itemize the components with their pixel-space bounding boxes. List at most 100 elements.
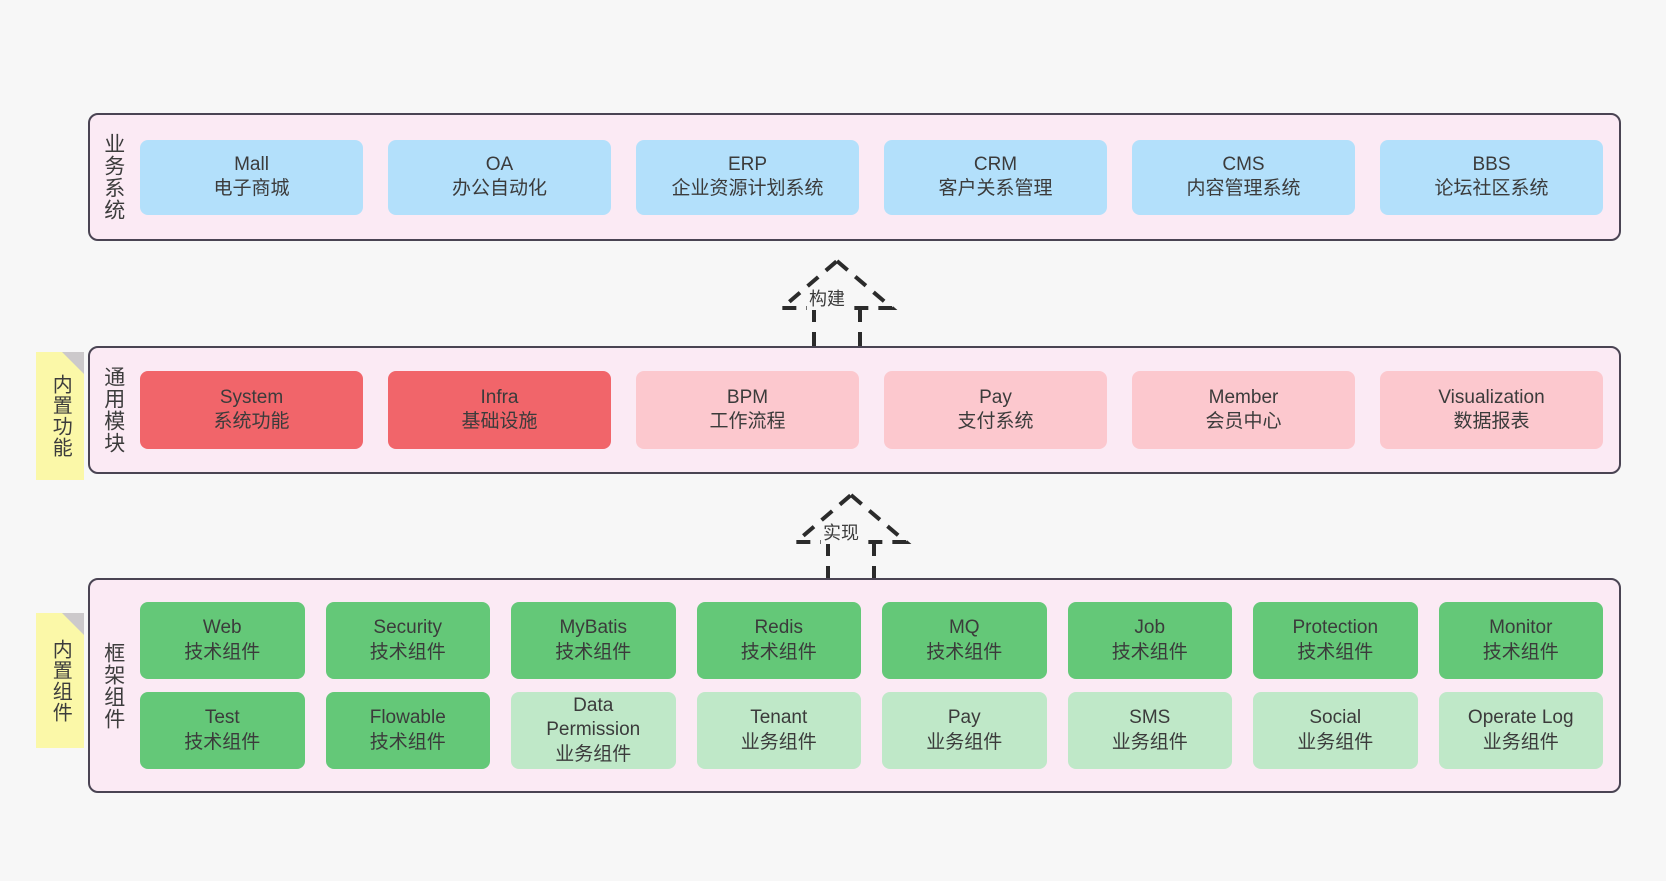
- card-subtitle: 电子商城: [213, 178, 290, 199]
- card-pay-business[interactable]: Pay 业务组件: [882, 692, 1047, 769]
- card-subtitle: 工作流程: [709, 411, 786, 432]
- card-subtitle: 企业资源计划系统: [671, 178, 824, 199]
- layer-title-business: 业务系统: [101, 133, 125, 221]
- card-member[interactable]: Member 会员中心: [1132, 371, 1355, 449]
- card-mybatis[interactable]: MyBatis 技术组件: [511, 602, 676, 679]
- card-title: Data Permission: [546, 695, 641, 741]
- card-infra[interactable]: Infra 基础设施: [388, 371, 611, 449]
- sticky-note-label: 内置功能: [49, 374, 72, 458]
- card-subtitle: 技术组件: [1482, 641, 1559, 663]
- card-title: CRM: [973, 153, 1018, 175]
- sticky-note-builtin-features: 内置功能: [36, 352, 84, 480]
- card-title: Protection: [1292, 617, 1379, 639]
- card-title: Security: [373, 617, 443, 639]
- card-title: BPM: [726, 386, 769, 408]
- card-tenant[interactable]: Tenant 业务组件: [696, 692, 861, 769]
- card-redis[interactable]: Redis 技术组件: [696, 602, 861, 679]
- card-title: Test: [204, 707, 240, 729]
- layer-title-common: 通用模块: [101, 366, 125, 454]
- card-subtitle: 技术组件: [184, 731, 261, 753]
- card-title: Social: [1309, 707, 1362, 729]
- card-bpm[interactable]: BPM 工作流程: [636, 371, 859, 449]
- card-subtitle: 技术组件: [369, 731, 446, 753]
- card-oa[interactable]: OA 办公自动化: [388, 139, 611, 215]
- card-pay[interactable]: Pay 支付系统: [884, 371, 1107, 449]
- card-protection[interactable]: Protection 技术组件: [1253, 602, 1418, 679]
- card-title: Job: [1134, 617, 1166, 639]
- card-row: System 系统功能 Infra 基础设施 BPM 工作流程 Pay 支付系统…: [140, 371, 1603, 449]
- card-erp[interactable]: ERP 企业资源计划系统: [636, 139, 859, 215]
- card-mq[interactable]: MQ 技术组件: [882, 602, 1047, 679]
- card-subtitle: 办公自动化: [451, 178, 547, 199]
- card-subtitle: 数据报表: [1453, 411, 1530, 432]
- card-title: Tenant: [750, 707, 808, 729]
- card-web[interactable]: Web 技术组件: [140, 602, 305, 679]
- card-title: OA: [485, 153, 514, 175]
- card-subtitle: 业务组件: [740, 731, 817, 753]
- card-title: ERP: [727, 153, 768, 175]
- card-subtitle: 会员中心: [1205, 411, 1282, 432]
- card-subtitle: 技术组件: [926, 641, 1003, 663]
- card-title: Visualization: [1438, 386, 1545, 408]
- card-title: Operate Log: [1467, 707, 1574, 729]
- card-title: Mall: [234, 153, 269, 175]
- card-visualization[interactable]: Visualization 数据报表: [1380, 371, 1603, 449]
- card-subtitle: 技术组件: [369, 641, 446, 663]
- card-flowable[interactable]: Flowable 技术组件: [325, 692, 490, 769]
- card-subtitle: 业务组件: [1111, 731, 1188, 753]
- card-title: Member: [1208, 386, 1279, 408]
- sticky-note-builtin-components: 内置组件: [36, 613, 84, 748]
- card-title: Monitor: [1489, 617, 1553, 639]
- card-subtitle: 业务组件: [1482, 731, 1559, 753]
- card-job[interactable]: Job 技术组件: [1067, 602, 1232, 679]
- layer-panel-business: 业务系统 Mall 电子商城 OA 办公自动化 ERP 企业资源计划系统 CRM…: [88, 113, 1621, 241]
- layer-body-common: System 系统功能 Infra 基础设施 BPM 工作流程 Pay 支付系统…: [136, 348, 1619, 472]
- card-security[interactable]: Security 技术组件: [325, 602, 490, 679]
- card-subtitle: 技术组件: [184, 641, 261, 663]
- layer-body-framework: Web 技术组件 Security 技术组件 MyBatis 技术组件 Redi…: [136, 580, 1619, 791]
- layer-panel-framework: 框架组件 Web 技术组件 Security 技术组件 MyBatis 技术组件…: [88, 578, 1621, 793]
- connector-label-implement: 实现: [821, 523, 861, 544]
- card-title: Redis: [754, 617, 804, 639]
- card-title: BBS: [1472, 153, 1511, 175]
- card-sms[interactable]: SMS 业务组件: [1067, 692, 1232, 769]
- card-subtitle: 系统功能: [213, 411, 290, 432]
- card-subtitle: 技术组件: [555, 641, 632, 663]
- layer-panel-common: 通用模块 System 系统功能 Infra 基础设施 BPM 工作流程 Pay…: [88, 346, 1621, 474]
- card-bbs[interactable]: BBS 论坛社区系统: [1380, 139, 1603, 215]
- card-subtitle: 客户关系管理: [938, 178, 1053, 199]
- layer-body-business: Mall 电子商城 OA 办公自动化 ERP 企业资源计划系统 CRM 客户关系…: [136, 115, 1619, 239]
- card-subtitle: 基础设施: [461, 411, 538, 432]
- card-row-technical: Web 技术组件 Security 技术组件 MyBatis 技术组件 Redi…: [140, 602, 1603, 679]
- card-title: MQ: [948, 617, 980, 639]
- card-subtitle: 技术组件: [740, 641, 817, 663]
- connector-implement: 实现: [766, 490, 926, 590]
- card-social[interactable]: Social 业务组件: [1253, 692, 1418, 769]
- card-title: Pay: [947, 707, 981, 729]
- card-test[interactable]: Test 技术组件: [140, 692, 305, 769]
- card-cms[interactable]: CMS 内容管理系统: [1132, 139, 1355, 215]
- card-title: System: [219, 386, 284, 408]
- card-subtitle: 支付系统: [957, 411, 1034, 432]
- card-subtitle: 论坛社区系统: [1434, 178, 1549, 199]
- card-data-permission[interactable]: Data Permission 业务组件: [511, 692, 676, 769]
- card-system[interactable]: System 系统功能: [140, 371, 363, 449]
- card-title: Web: [202, 617, 242, 639]
- card-title: MyBatis: [559, 617, 628, 639]
- card-mall[interactable]: Mall 电子商城: [140, 139, 363, 215]
- card-title: Pay: [979, 386, 1012, 408]
- card-row-business: Test 技术组件 Flowable 技术组件 Data Permission …: [140, 692, 1603, 769]
- card-operate-log[interactable]: Operate Log 业务组件: [1438, 692, 1603, 769]
- card-subtitle: 业务组件: [555, 743, 632, 765]
- card-subtitle: 内容管理系统: [1186, 178, 1301, 199]
- card-crm[interactable]: CRM 客户关系管理: [884, 139, 1107, 215]
- connector-label-build: 构建: [807, 289, 847, 310]
- card-row: Mall 电子商城 OA 办公自动化 ERP 企业资源计划系统 CRM 客户关系…: [140, 139, 1603, 215]
- sticky-note-label: 内置组件: [49, 638, 72, 723]
- card-title: Flowable: [369, 707, 446, 729]
- layer-title-framework: 框架组件: [101, 641, 125, 730]
- card-title: CMS: [1222, 153, 1265, 175]
- card-monitor[interactable]: Monitor 技术组件: [1438, 602, 1603, 679]
- card-subtitle: 技术组件: [1111, 641, 1188, 663]
